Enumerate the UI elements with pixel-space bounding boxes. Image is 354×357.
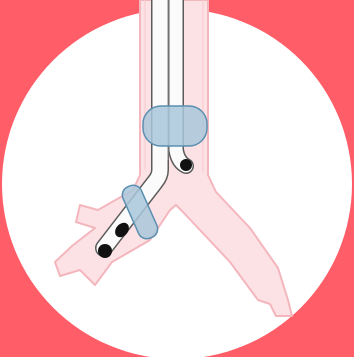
bronchial-tip-opening <box>98 244 112 258</box>
tracheal-cuff <box>143 106 207 146</box>
tracheal-lumen-opening <box>180 159 192 171</box>
